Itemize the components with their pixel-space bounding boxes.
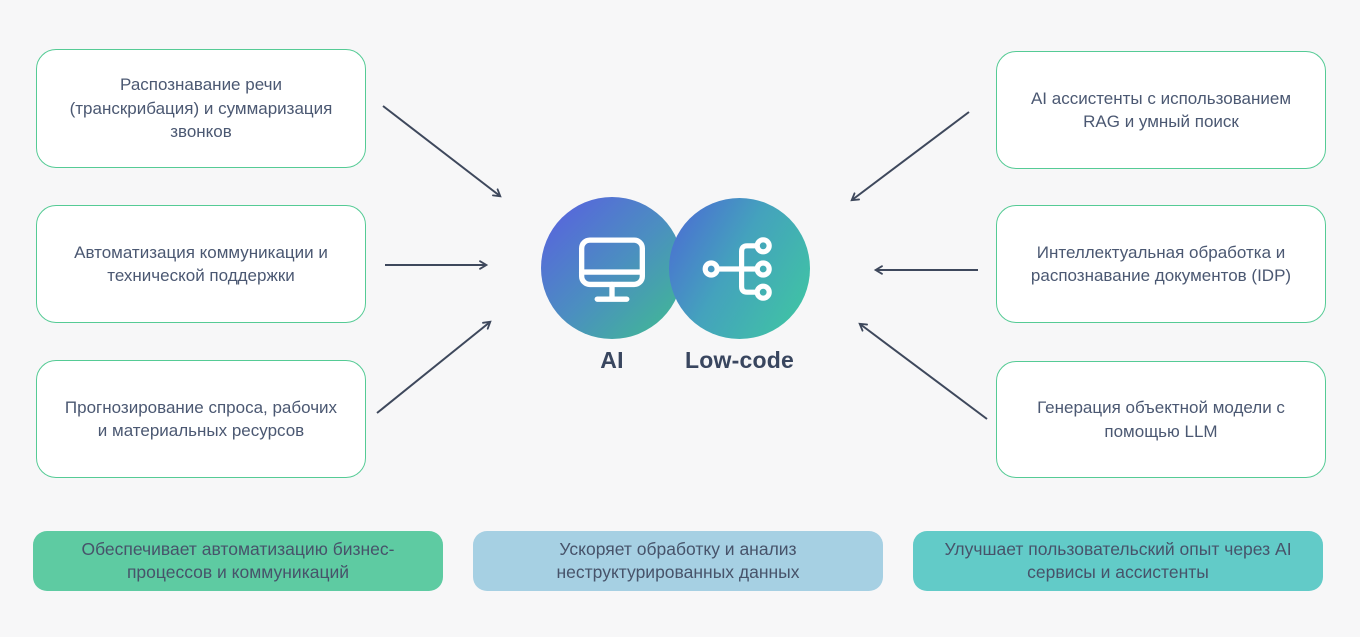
feature-box-label: Интеллектуальная обработка и распознаван… (1030, 242, 1292, 285)
arrow-left-top (382, 105, 502, 198)
feature-box-ai-assistants-rag: AI ассистенты с использованием RAG и умн… (996, 51, 1326, 169)
banner-label: Ускоряет обработку и анализ неструктурир… (556, 538, 800, 582)
feature-box-object-model-llm: Генерация объектной модели с помощью LLM (996, 361, 1326, 478)
feature-box-speech-recognition: Распознавание речи (транскрибация) и сум… (36, 49, 366, 168)
arrow-right-top (850, 111, 970, 202)
ai-circle (541, 197, 683, 339)
benefit-banner-unstructured-data: Ускоряет обработку и анализ неструктурир… (473, 531, 883, 591)
feature-box-label: Генерация объектной модели с помощью LLM (1037, 398, 1285, 441)
lowcode-circle (669, 198, 810, 339)
arrow-left-bottom (376, 320, 492, 414)
benefit-banner-business-process: Обеспечивает автоматизацию бизнес-процес… (33, 531, 443, 591)
feature-box-label: Распознавание речи (транскрибация) и сум… (69, 75, 333, 142)
feature-box-label: Автоматизация коммуникации и технической… (74, 242, 328, 285)
lowcode-caption: Low-code (685, 347, 794, 373)
feature-box-idp: Интеллектуальная обработка и распознаван… (996, 205, 1326, 323)
branch-tree-icon (702, 236, 772, 301)
feature-box-communication-automation: Автоматизация коммуникации и технической… (36, 205, 366, 323)
feature-box-label: AI ассистенты с использованием RAG и умн… (1030, 88, 1292, 131)
arrow-right-bottom (858, 322, 988, 420)
monitor-icon (578, 237, 646, 302)
benefit-banner-user-experience: Улучшает пользовательский опыт через AI … (913, 531, 1323, 591)
feature-box-label: Прогнозирование спроса, рабочих и матери… (64, 397, 338, 440)
banner-label: Улучшает пользовательский опыт через AI … (944, 538, 1292, 582)
banner-label: Обеспечивает автоматизацию бизнес-процес… (81, 538, 395, 582)
ai-caption: AI (600, 347, 624, 373)
feature-box-demand-forecasting: Прогнозирование спроса, рабочих и матери… (36, 360, 366, 478)
